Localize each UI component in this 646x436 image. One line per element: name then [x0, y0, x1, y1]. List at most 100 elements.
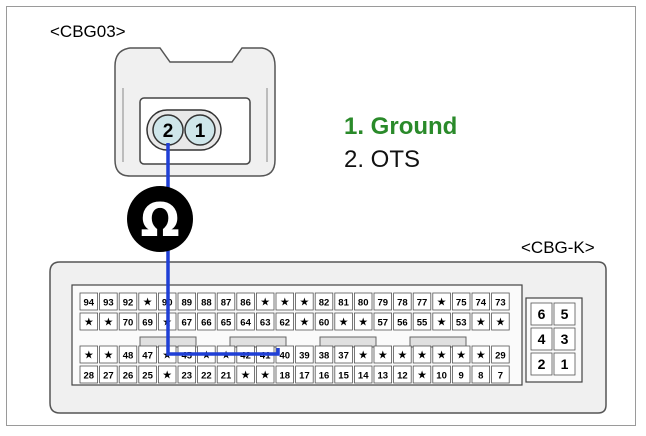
- cbgk-pin-cell: [314, 345, 334, 364]
- cbgk-pin-label: 65: [221, 318, 232, 329]
- cbgk-pin-cell: [177, 365, 197, 384]
- cbgk-pin-label: ★: [299, 317, 309, 329]
- cbgk-pin-cell: [216, 292, 236, 311]
- cbgk-pin-cell: [138, 345, 157, 364]
- cbgk-pin-cell: [471, 365, 491, 384]
- cbgk-pin-cell: [236, 312, 255, 331]
- cbgk-pin-label: ★: [456, 350, 466, 362]
- cbgk-pin-cell: [432, 345, 451, 364]
- cbgk-pin-label: 82: [319, 298, 330, 309]
- cbg03-pin-1-label: 1: [195, 121, 206, 142]
- cbgk-pin-cell: [79, 365, 99, 384]
- cbgk-pin-cell: [393, 292, 412, 311]
- cbgk-side-pin-label: 6: [538, 306, 546, 322]
- cbgk-pin-label: 8: [478, 371, 483, 382]
- cbgk-pin-label: 45: [182, 351, 193, 362]
- cbgk-pin-label: 47: [142, 351, 153, 362]
- cbgk-pin-cell: [393, 365, 412, 384]
- cbgk-pin-cell: [432, 312, 451, 331]
- cbgk-pin-label: 38: [319, 351, 330, 362]
- cbgk-pin-cell: [157, 365, 177, 384]
- cbgk-pin-label: 9: [459, 371, 464, 382]
- cbgk-pin-label: ★: [437, 297, 447, 309]
- cbgk-pin-label: ★: [476, 317, 486, 329]
- cbgk-pin-cell: [255, 312, 275, 331]
- cbgk-pin-cell: [373, 345, 393, 364]
- cbgk-side-pin-label: 3: [561, 331, 569, 347]
- cbgk-pin-label: 12: [397, 371, 408, 382]
- cbgk-pin-cell: [295, 345, 314, 364]
- cbgk-pin-cell: [491, 345, 510, 364]
- cbgk-side-pin-cell: [530, 352, 553, 376]
- cbgk-pin-cell: [138, 365, 157, 384]
- cbgk-pin-cell: [275, 312, 295, 331]
- cbgk-pin-cell: [216, 312, 236, 331]
- cbgk-pin-label: 75: [456, 298, 467, 309]
- cbgk-pin-cell: [353, 345, 373, 364]
- probe-wire-lower: [166, 238, 280, 356]
- cbgk-pin-cell: [118, 292, 138, 311]
- cbg03-pin-1: [184, 114, 216, 146]
- cbgk-pin-cell: [373, 292, 393, 311]
- cbgk-pin-label: ★: [84, 317, 94, 329]
- cbgk-pin-label: 40: [280, 351, 291, 362]
- cbgk-pin-label: 23: [182, 371, 193, 382]
- cbg03-connector: 2 1: [114, 47, 276, 177]
- cbgk-pin-label: 16: [319, 371, 330, 382]
- cbgk-pin-cell: [118, 312, 138, 331]
- cbgk-pin-cell: [118, 345, 138, 364]
- cbgk-pin-cell: [471, 292, 491, 311]
- cbgk-pin-cell: [334, 292, 353, 311]
- cbgk-pin-label: ★: [476, 350, 486, 362]
- cbgk-pin-label: 7: [498, 371, 503, 382]
- cbgk-pin-cell: [314, 292, 334, 311]
- cbgk-pin-cell: [197, 292, 216, 311]
- cbgk-pin-label: ★: [417, 370, 427, 382]
- cbgk-pin-cell: [432, 292, 451, 311]
- cbgk-pin-cell: [216, 365, 236, 384]
- cbgk-pin-label: 69: [142, 318, 153, 329]
- ohm-symbol: Ω: [140, 193, 179, 247]
- cbgk-pin-cell: [393, 345, 412, 364]
- cbgk-pin-label: 60: [319, 318, 330, 329]
- cbgk-pin-label: ★: [162, 370, 172, 382]
- cbgk-pin-label: 13: [378, 371, 389, 382]
- cbgk-pin-label: 80: [358, 298, 369, 309]
- cbgk-pin-cell: [334, 365, 353, 384]
- cbgk-pin-label: 64: [240, 318, 251, 329]
- cbgk-pin-label: 81: [338, 298, 349, 309]
- cbgk-pin-cell: [334, 345, 353, 364]
- cbgk-pin-label: ★: [241, 370, 251, 382]
- cbgk-pin-label: 18: [280, 371, 291, 382]
- cbgk-pin-cell: [393, 312, 412, 331]
- cbgk-pin-cell: [471, 312, 491, 331]
- cbgk-pin-cell: [138, 312, 157, 331]
- cbgk-pin-label: 77: [417, 298, 428, 309]
- cbgk-side-pin-label: 5: [561, 306, 569, 322]
- cbg03-pin-2-label: 2: [163, 121, 174, 142]
- cbgk-pin-label: 74: [476, 298, 487, 309]
- cbg03-label: <CBG03>: [50, 22, 126, 41]
- cbgk-pin-label: 67: [182, 318, 193, 329]
- cbgk-pin-label: 56: [397, 318, 408, 329]
- cbgk-pin-label: 93: [103, 298, 114, 309]
- cbgk-pin-label: 79: [378, 298, 389, 309]
- cbgk-pin-label: 26: [123, 371, 134, 382]
- cbgk-pin-label: ★: [260, 297, 270, 309]
- cbgk-pin-cell: [451, 292, 471, 311]
- cbgk-pin-label: 25: [142, 371, 153, 382]
- cbgk-pin-cell: [197, 365, 216, 384]
- cbgk-pin-label: 17: [299, 371, 310, 382]
- cbgk-pin-label: 57: [378, 318, 389, 329]
- cbgk-pin-cell: [451, 345, 471, 364]
- cbgk-pin-cell: [373, 312, 393, 331]
- cbgk-pin-label: 22: [201, 371, 212, 382]
- cbgk-pin-cell: [491, 292, 510, 311]
- legend-ots: 2. OTS: [344, 146, 421, 173]
- cbgk-pin-cell: [99, 292, 118, 311]
- cbgk-pin-cell: [197, 312, 216, 331]
- cbgk-pin-cell: [373, 365, 393, 384]
- cbgk-pin-label: 15: [338, 371, 349, 382]
- cbgk-pin-cell: [412, 292, 432, 311]
